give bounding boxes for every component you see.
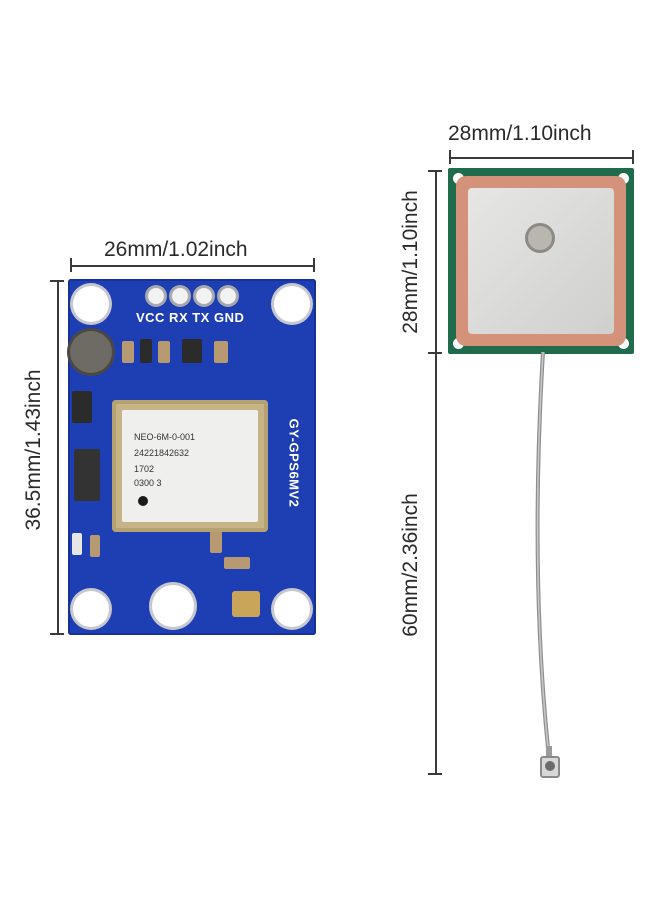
ufl-connector <box>232 591 260 617</box>
pin-labels: VCC RX TX GND <box>136 310 245 325</box>
antenna-height-label: 28mm/1.10inch <box>399 190 422 334</box>
capacitor-2 <box>140 339 152 363</box>
board-width-tick-right <box>313 258 315 272</box>
board-width-tick-left <box>70 258 72 272</box>
capacitor-1 <box>122 341 134 363</box>
chip-line-4: 0300 3 <box>134 478 162 488</box>
antenna-cable <box>535 351 550 749</box>
capacitor-6 <box>224 557 250 569</box>
antenna-feed-point <box>528 226 552 250</box>
board-height-label: 36.5mm/1.43inch <box>22 369 45 531</box>
mount-hole-top-right <box>274 286 310 322</box>
pin-pad-gnd <box>220 288 236 304</box>
pin-pad-rx <box>172 288 188 304</box>
mount-hole-bottom-right <box>274 591 310 627</box>
antenna-width-line <box>449 157 633 159</box>
board-height-tick-bottom <box>50 633 64 635</box>
antenna-width-label: 28mm/1.10inch <box>448 122 592 145</box>
antenna-width-tick-right <box>632 150 634 164</box>
battery-cell <box>70 331 112 373</box>
pin-pad-tx <box>196 288 212 304</box>
antenna-width-tick-left <box>449 150 451 164</box>
transistor <box>182 339 202 363</box>
antenna-hole-bottom-right <box>618 338 629 349</box>
board-width-line <box>70 265 314 267</box>
model-label: GY-GPS6MV2 <box>286 418 302 508</box>
cable-length-tick-bottom <box>428 773 442 775</box>
eeprom-chip <box>74 449 100 501</box>
gps-pcb-board: VCC RX TX GND GY-GPS6MV2 NEO-6M-0-001 24… <box>68 279 316 635</box>
module-shield: NEO-6M-0-001 24221842632 1702 0300 3 <box>122 410 258 522</box>
board-height-line <box>57 280 59 634</box>
antenna-height-tick-top <box>428 170 442 172</box>
pin1-dot <box>138 496 148 506</box>
gps-module: NEO-6M-0-001 24221842632 1702 0300 3 <box>112 400 268 532</box>
board-width-label: 26mm/1.02inch <box>104 238 248 261</box>
chip-line-3: 1702 <box>134 464 155 474</box>
chip-line-2: 24221842632 <box>134 448 190 458</box>
mount-hole-bottom-left <box>73 591 109 627</box>
board-height-tick-top <box>50 280 64 282</box>
antenna-silver-patch <box>468 188 614 334</box>
capacitor-5 <box>210 531 222 553</box>
regulator-chip <box>72 391 92 423</box>
chip-line-1: NEO-6M-0-001 <box>134 432 196 442</box>
capacitor-3 <box>158 341 170 363</box>
ipex-connector-icon <box>538 746 562 780</box>
capacitor-4 <box>214 341 228 363</box>
ceramic-patch-antenna <box>448 168 634 354</box>
antenna-height-line <box>435 170 437 774</box>
antenna-height-tick-mid <box>428 352 442 354</box>
center-hole-bottom <box>152 585 194 627</box>
cable-length-label: 60mm/2.36inch <box>399 493 422 637</box>
antenna-ceramic <box>456 176 626 346</box>
pin-pad-vcc <box>148 288 164 304</box>
resistor <box>90 535 100 557</box>
mount-hole-top-left <box>73 286 109 322</box>
led <box>72 533 82 555</box>
